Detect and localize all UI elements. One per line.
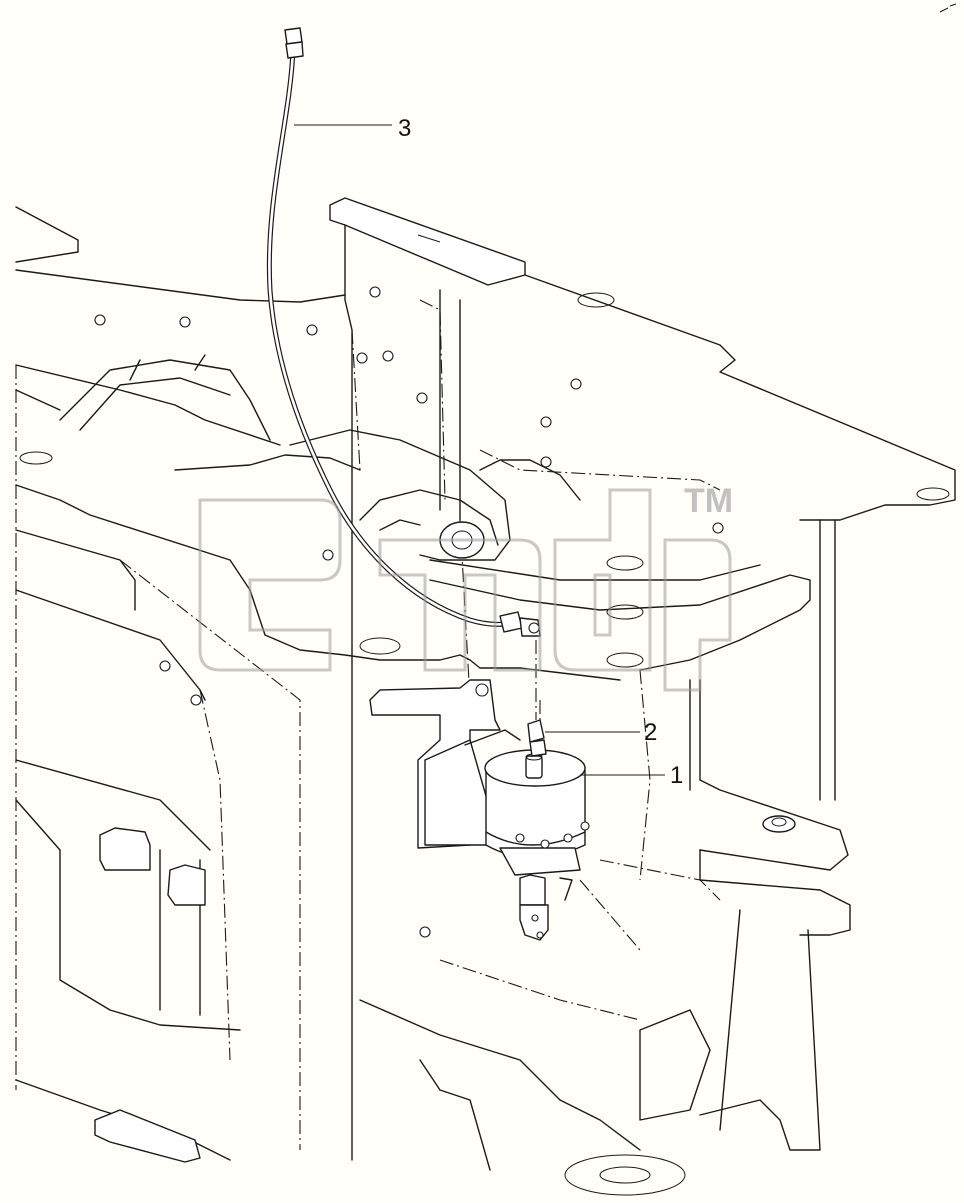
part-1-filter <box>484 749 590 941</box>
mounting-holes <box>94 286 724 938</box>
corner-mark <box>939 3 957 13</box>
part-2-fitting <box>527 640 547 757</box>
chassis-frame <box>15 197 956 1196</box>
callouts: 3 2 1 <box>294 115 683 789</box>
watermark-trademark: TM <box>684 482 733 520</box>
part-3-hose <box>266 27 541 637</box>
callout-2: 2 <box>644 719 657 746</box>
axle-drum <box>59 354 361 471</box>
hidden-lines <box>15 299 721 1150</box>
callout-3: 3 <box>398 115 411 142</box>
watermark-logo: TM <box>198 482 733 692</box>
callout-1: 1 <box>670 762 683 789</box>
